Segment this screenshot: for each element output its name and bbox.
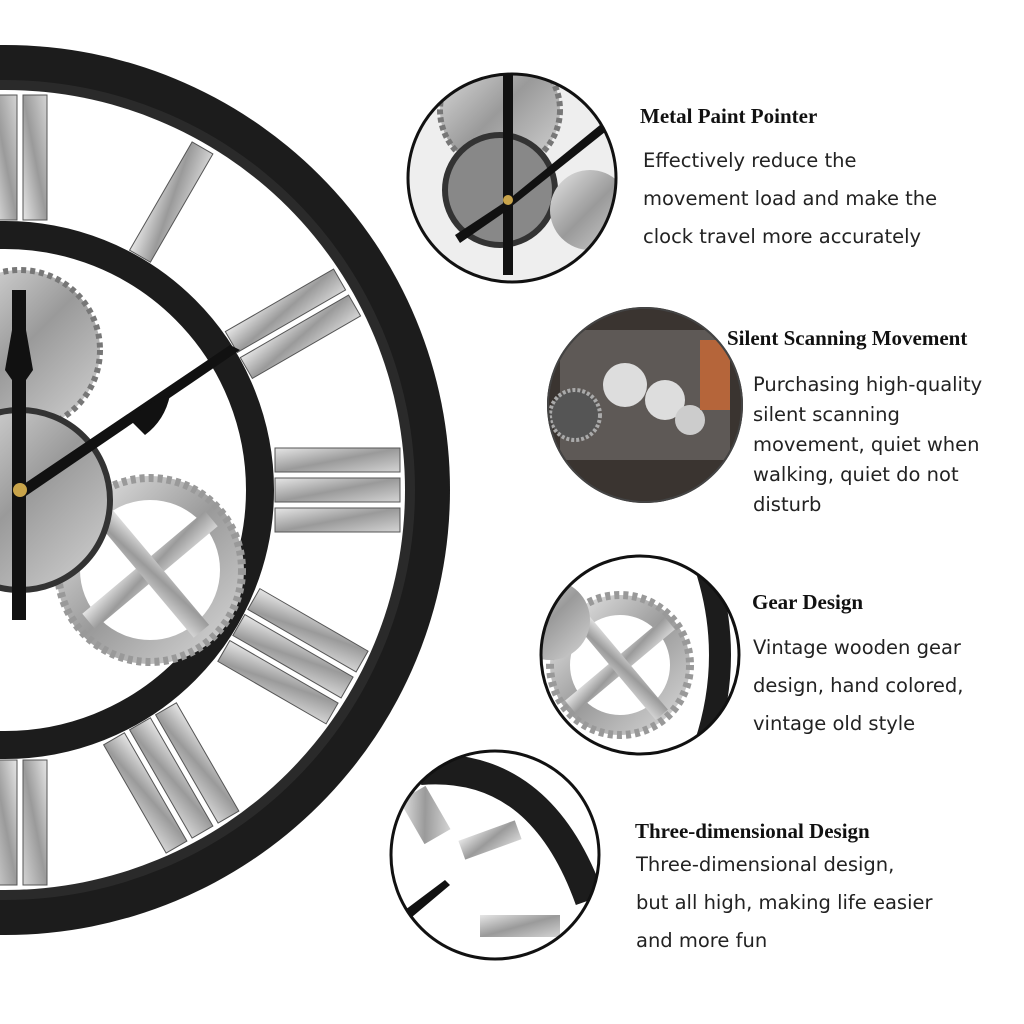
numeral-bar — [22, 94, 48, 221]
numeral-bar — [0, 759, 18, 886]
description-line: Effectively reduce the — [643, 149, 857, 172]
numeral-bar — [22, 759, 48, 886]
movement-detail-image — [547, 307, 743, 503]
description-line: movement load and make the — [643, 187, 938, 210]
numeral-bar — [102, 732, 188, 854]
numeral-bar — [247, 587, 369, 673]
description-line: silent scanning — [753, 403, 900, 426]
feature-title-three-dimensional-design: Three-dimensional Design — [635, 819, 870, 843]
roman-numerals — [0, 94, 401, 886]
numeral-bar — [274, 507, 401, 533]
description-line: vintage old style — [753, 712, 916, 735]
wall-clock-image — [0, 45, 450, 935]
numeral-bar — [128, 717, 214, 839]
three-dimensional-detail-image — [389, 749, 601, 961]
gear-detail-image — [539, 554, 741, 756]
description-line: design, hand colored, — [753, 674, 964, 697]
numeral-bar — [154, 702, 240, 824]
numeral-bar — [128, 141, 214, 263]
feature-title-metal-paint-pointer: Metal Paint Pointer — [640, 104, 818, 128]
description-line: Vintage wooden gear — [753, 636, 961, 659]
description-line: and more fun — [636, 929, 768, 952]
feature-title-gear-design: Gear Design — [752, 590, 864, 614]
description-line: clock travel more accurately — [643, 225, 922, 248]
numeral-bar — [224, 268, 347, 354]
numeral-bar — [274, 477, 401, 503]
numeral-bar — [239, 294, 362, 380]
numeral-bar — [217, 639, 339, 725]
feature-description-three-dimensional-design: Three-dimensional design, but all high, … — [636, 846, 933, 960]
feature-description-metal-paint-pointer: Effectively reduce the movement load and… — [643, 142, 937, 256]
feature-description-silent-scanning-movement: Purchasing high-quality silent scanning … — [753, 370, 982, 520]
numeral-bar — [232, 613, 354, 699]
feature-description-gear-design: Vintage wooden gear design, hand colored… — [753, 629, 964, 743]
description-line: Purchasing high-quality — [753, 373, 983, 396]
description-line: disturb — [753, 493, 822, 516]
numeral-bar — [0, 94, 18, 221]
description-line: but all high, making life easier — [636, 891, 933, 914]
pointer-detail-image — [406, 72, 618, 284]
description-line: walking, quiet do not — [753, 463, 959, 486]
clock-hands — [5, 290, 240, 620]
description-line: movement, quiet when — [753, 433, 980, 456]
numeral-bar — [274, 447, 401, 473]
description-line: Three-dimensional design, — [636, 853, 895, 876]
feature-title-silent-scanning-movement: Silent Scanning Movement — [727, 326, 968, 350]
